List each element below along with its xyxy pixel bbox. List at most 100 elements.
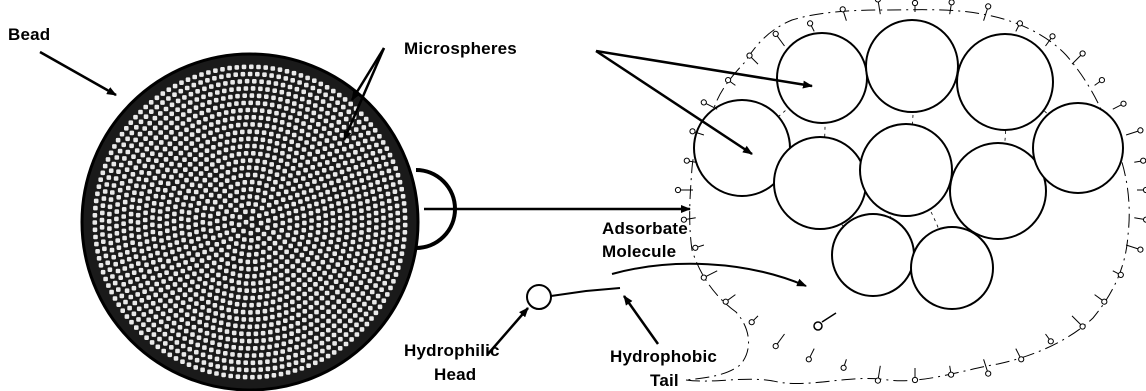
bead-dot bbox=[367, 160, 372, 165]
bead-dot bbox=[267, 80, 272, 85]
bead-dot bbox=[190, 257, 195, 262]
bead-dot bbox=[273, 223, 278, 228]
bead-dot bbox=[213, 68, 218, 73]
bead-dot bbox=[103, 189, 108, 194]
bead-dot bbox=[151, 301, 156, 306]
bead-dot bbox=[125, 137, 130, 142]
bead-dot bbox=[145, 147, 150, 152]
bead-dot bbox=[187, 362, 192, 367]
bead-dot bbox=[273, 216, 278, 221]
bead-dot bbox=[249, 317, 254, 322]
bead-dot bbox=[330, 233, 335, 238]
bead-dot bbox=[352, 303, 357, 308]
bead-dot bbox=[161, 245, 166, 250]
bead-dot bbox=[349, 144, 354, 149]
bead-dot bbox=[246, 137, 251, 142]
bead-dot bbox=[286, 181, 291, 186]
bead-dot bbox=[257, 302, 262, 307]
bead-dot bbox=[225, 178, 230, 183]
bead-dot bbox=[263, 309, 268, 314]
bead-dot bbox=[228, 95, 233, 100]
bead-dot bbox=[174, 271, 179, 276]
bead-dot bbox=[250, 180, 255, 185]
bead-dot bbox=[313, 157, 318, 162]
bead-dot bbox=[372, 300, 377, 305]
bead-dot bbox=[128, 161, 133, 166]
bead-dot bbox=[331, 89, 336, 94]
bead-dot bbox=[285, 286, 290, 291]
bead-dot bbox=[214, 253, 219, 258]
bead-dot bbox=[139, 331, 144, 336]
bead-dot bbox=[173, 233, 178, 238]
bead-dot bbox=[202, 125, 207, 130]
bead-dot bbox=[216, 226, 221, 231]
bead-dot bbox=[354, 323, 359, 328]
bead-dot bbox=[125, 273, 130, 278]
bead-dot bbox=[265, 124, 270, 129]
bead-dot bbox=[170, 329, 175, 334]
bead-dot bbox=[288, 85, 293, 90]
bead-dot bbox=[175, 198, 180, 203]
bead-dot bbox=[158, 153, 163, 158]
bead-dot bbox=[284, 303, 289, 308]
bead-dot bbox=[389, 175, 394, 180]
bead-dot bbox=[392, 254, 397, 259]
bead-dot bbox=[114, 217, 119, 222]
bead-dot bbox=[195, 208, 200, 213]
bead-dot bbox=[366, 206, 371, 211]
surfactant-molecule bbox=[1016, 21, 1023, 32]
bead-dot bbox=[205, 331, 210, 336]
bead-dot bbox=[267, 236, 272, 241]
bead-dot bbox=[250, 223, 255, 228]
bead-dot bbox=[276, 336, 281, 341]
bead-dot bbox=[209, 84, 214, 89]
microsphere bbox=[957, 34, 1053, 130]
bead-dot bbox=[282, 326, 287, 331]
bead-dot bbox=[336, 262, 341, 267]
bead-dot bbox=[194, 263, 199, 268]
surfactant-molecule bbox=[693, 245, 704, 250]
bead-dot bbox=[216, 83, 221, 88]
bead-dot bbox=[143, 105, 148, 110]
bead-dot bbox=[332, 341, 337, 346]
bead-dot bbox=[223, 276, 228, 281]
bead-dot bbox=[248, 101, 253, 106]
bead-dot bbox=[340, 170, 345, 175]
bead-dot bbox=[143, 225, 148, 230]
bead-dot bbox=[185, 312, 190, 317]
bead-dot bbox=[175, 240, 180, 245]
bead-dot bbox=[279, 127, 284, 132]
bead-dot bbox=[326, 319, 331, 324]
bead-dot bbox=[373, 128, 378, 133]
bead-dot bbox=[293, 158, 298, 163]
bead-dot bbox=[271, 66, 276, 71]
bead-dot bbox=[200, 368, 205, 373]
bead-dot bbox=[169, 193, 174, 198]
bead-dot bbox=[141, 153, 146, 158]
bead-dot bbox=[121, 214, 126, 219]
bead-dot bbox=[223, 156, 228, 161]
bead-dot bbox=[366, 235, 371, 240]
surfactant-molecule bbox=[1016, 349, 1024, 362]
bead-dot bbox=[144, 203, 149, 208]
bead-dot bbox=[308, 173, 313, 178]
bead-dot bbox=[400, 251, 405, 256]
bead-dot bbox=[345, 213, 350, 218]
bead-dot bbox=[387, 199, 392, 204]
bead-dot bbox=[312, 272, 317, 277]
bead-dot bbox=[214, 296, 219, 301]
bead-dot bbox=[166, 316, 171, 321]
surfactant-head bbox=[1121, 101, 1126, 106]
bead-dot bbox=[247, 253, 252, 258]
bead-dot bbox=[369, 122, 374, 127]
bead-dot bbox=[285, 69, 290, 74]
bead-dot bbox=[366, 176, 371, 181]
bead-dot bbox=[319, 357, 324, 362]
bead-dot bbox=[228, 301, 233, 306]
bead-dot bbox=[233, 324, 238, 329]
bead-dot bbox=[243, 180, 248, 185]
bead-dot bbox=[158, 180, 163, 185]
bead-dot bbox=[261, 331, 266, 336]
bead-dot bbox=[141, 322, 146, 327]
bead-dot bbox=[389, 220, 394, 225]
